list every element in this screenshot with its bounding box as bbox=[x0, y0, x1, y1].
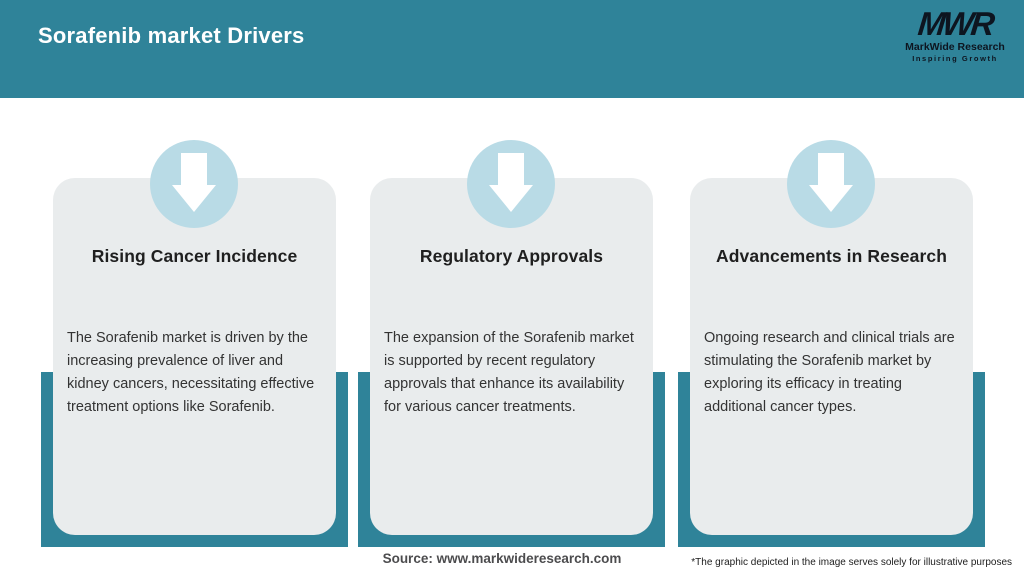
mwr-monogram-icon: MWR bbox=[916, 5, 994, 42]
down-arrow-badge bbox=[150, 140, 238, 228]
markwide-research-logo: MWR MarkWide Research Inspiring Growth bbox=[900, 5, 1010, 63]
card-description: The Sorafenib market is driven by the in… bbox=[67, 330, 315, 415]
down-arrow-icon bbox=[489, 153, 533, 212]
down-arrow-icon bbox=[172, 153, 216, 212]
driver-card-rising-cancer-incidence: Rising Cancer Incidence The Sorafenib ma… bbox=[53, 178, 336, 535]
down-arrow-badge bbox=[467, 140, 555, 228]
logo-tagline: Inspiring Growth bbox=[912, 53, 998, 63]
logo-name: MarkWide Research bbox=[905, 41, 1005, 53]
driver-card-advancements-in-research: Advancements in Research Ongoing researc… bbox=[690, 178, 973, 535]
header-bar: Sorafenib market Drivers MWR MarkWide Re… bbox=[0, 0, 1024, 98]
driver-card-regulatory-approvals: Regulatory Approvals The expansion of th… bbox=[370, 178, 653, 535]
card-title: Regulatory Approvals bbox=[419, 246, 604, 266]
card-description: Ongoing research and clinical trials are… bbox=[704, 330, 955, 415]
down-arrow-icon bbox=[809, 153, 853, 212]
disclaimer-text: *The graphic depicted in the image serve… bbox=[691, 557, 1012, 568]
card-title: Rising Cancer Incidence bbox=[91, 246, 298, 266]
page-title: Sorafenib market Drivers bbox=[38, 23, 305, 48]
down-arrow-badge bbox=[787, 140, 875, 228]
card-title: Advancements in Research bbox=[716, 246, 947, 266]
source-text: Source: www.markwideresearch.com bbox=[382, 551, 622, 566]
card-description: The expansion of the Sorafenib market is… bbox=[384, 330, 634, 415]
